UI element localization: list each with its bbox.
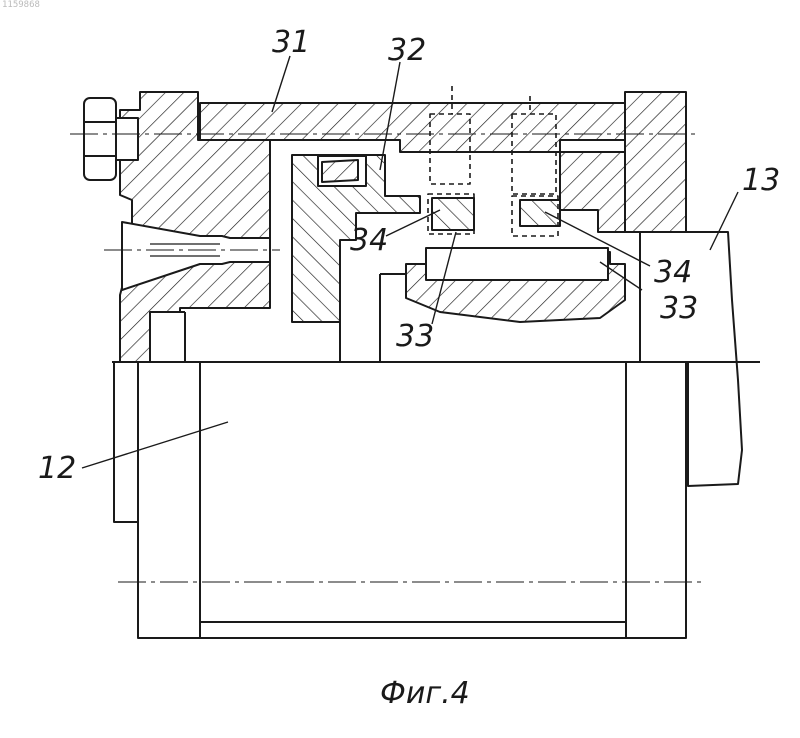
roller-body-12 xyxy=(138,362,686,638)
adjusting-nut xyxy=(84,98,116,180)
nut-neck xyxy=(116,118,138,160)
label-33-left: 33 xyxy=(396,322,434,352)
label-13: 13 xyxy=(742,166,780,196)
label-34-right: 34 xyxy=(654,258,692,288)
central-pin-32 xyxy=(322,160,358,182)
label-12: 12 xyxy=(38,454,76,484)
label-31: 31 xyxy=(272,28,310,58)
right-side-block xyxy=(625,92,686,232)
hatched-block-left xyxy=(432,198,474,230)
label-34-left: 34 xyxy=(350,226,388,256)
left-flange xyxy=(114,362,138,522)
document-id: 1159868 xyxy=(2,0,40,10)
label-33-right: 33 xyxy=(660,294,698,324)
label-32: 32 xyxy=(388,36,426,66)
figure-caption: Фиг.4 xyxy=(380,676,470,711)
hatched-block-right xyxy=(520,200,560,226)
key-insert xyxy=(426,248,608,280)
right-upper-block xyxy=(560,152,625,232)
